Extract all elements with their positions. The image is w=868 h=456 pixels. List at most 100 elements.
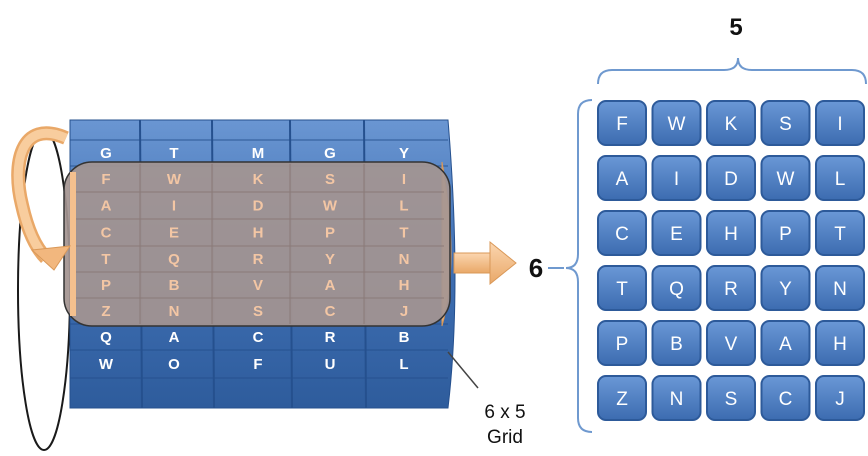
grid-tile-letter: P [616,334,629,355]
grid-tile-letter: A [616,169,629,190]
cylinder-letter: Y [325,251,335,268]
cylinder-letter: B [169,277,180,294]
output-arrow [453,240,517,286]
cylinder-letter: E [169,225,179,242]
grid-tile [597,210,647,256]
grid-tile [651,210,702,256]
grid-tile-letter: F [616,114,628,135]
grid-tile-letter: E [670,224,683,245]
cylinder-letter: V [253,277,263,294]
grid-tile [815,265,865,311]
caption-pointer [447,351,479,389]
cylinder-letter: O [168,356,180,373]
grid-tile-letter: W [668,114,686,135]
grid-tile [760,320,811,366]
cylinder-letter: A [169,329,180,346]
grid-tile [760,155,811,201]
grid-tile [597,265,647,311]
grid-tile [815,320,865,366]
cylinder-letter: R [325,329,336,346]
grid-tile [597,375,647,421]
cylinder-letter: Y [399,145,409,162]
cylinder-letter: M [252,145,265,162]
grid-tile-letter: D [724,169,738,190]
rows-bracket [565,99,593,433]
cylinder-letter: K [253,171,264,188]
columns-count-label: 5 [729,14,742,41]
cylinder-letter: T [101,251,110,268]
cylinder-letter: S [325,171,335,188]
grid-tile [815,155,865,201]
rows-count-label: 6 [529,253,543,283]
cylinder-letter: Q [100,329,112,346]
grid-tile [760,100,811,146]
grid-tile-letter: N [833,279,847,300]
columns-bracket [597,57,867,85]
grid-tile-letter: Q [669,279,684,300]
cylinder-letter: L [399,356,408,373]
cylinder-letter: G [100,145,112,162]
cylinder-letter: C [101,225,112,242]
cylinder-letter: N [399,251,410,268]
grid-tile-letter: L [835,169,846,190]
grid-tile-letter: T [616,279,628,300]
grid-tile-letter: Y [779,279,792,300]
cylinder-letter: N [169,303,180,320]
grid-tile-letter: K [725,114,738,135]
cylinder-body [63,119,456,409]
cylinder-letter: I [172,198,176,215]
cylinder-letter: W [323,198,338,215]
grid-tile-letter: H [724,224,738,245]
grid-tile [706,210,756,256]
grid-tile-letter: V [725,334,738,355]
grid-tile-letter: A [779,334,792,355]
grid-tile [651,320,702,366]
cylinder-letter: Q [168,251,180,268]
cylinder-letter: W [167,171,182,188]
rotation-arrow [11,126,72,271]
cylinder-letter: P [101,277,111,294]
grid-caption-line1: 6 x 5 [484,402,525,423]
cylinder-letter: B [399,329,410,346]
grid-tile [815,375,865,421]
cylinder-letter: F [253,356,262,373]
grid-tile [815,100,865,146]
cylinder-letter: G [324,145,336,162]
grid-tile [651,265,702,311]
grid-tile-letter: J [835,389,845,410]
cylinder-letter: W [99,356,114,373]
grid-tile [651,155,702,201]
cylinder-letter: C [325,303,336,320]
grid-tile [651,100,702,146]
grid-tile [760,375,811,421]
grid-tile [597,320,647,366]
cylinder-letter: I [402,171,406,188]
grid-tile-letter: C [615,224,629,245]
cylinder-letter: R [253,251,264,268]
grid-tile-letter: B [670,334,683,355]
grid-tile-letter: P [779,224,792,245]
grid-tile-letter: N [670,389,684,410]
cylinder-letter: T [169,145,178,162]
grid-tile [706,375,756,421]
grid-tile-letter: Z [616,389,628,410]
cylinder-letter: A [325,277,336,294]
grid-tile-letter: H [833,334,847,355]
cylinder-letter: J [400,303,408,320]
grid-tile-letter: S [725,389,738,410]
grid-tile [597,100,647,146]
grid-tile [706,320,756,366]
cylinder-left-end [17,129,71,451]
grid-tile [597,155,647,201]
cylinder-letter: T [399,225,408,242]
grid-tile [706,265,756,311]
cylinder-letter: Z [101,303,110,320]
grid-tile-letter: S [779,114,792,135]
grid-tile [651,375,702,421]
grid-tile [760,265,811,311]
